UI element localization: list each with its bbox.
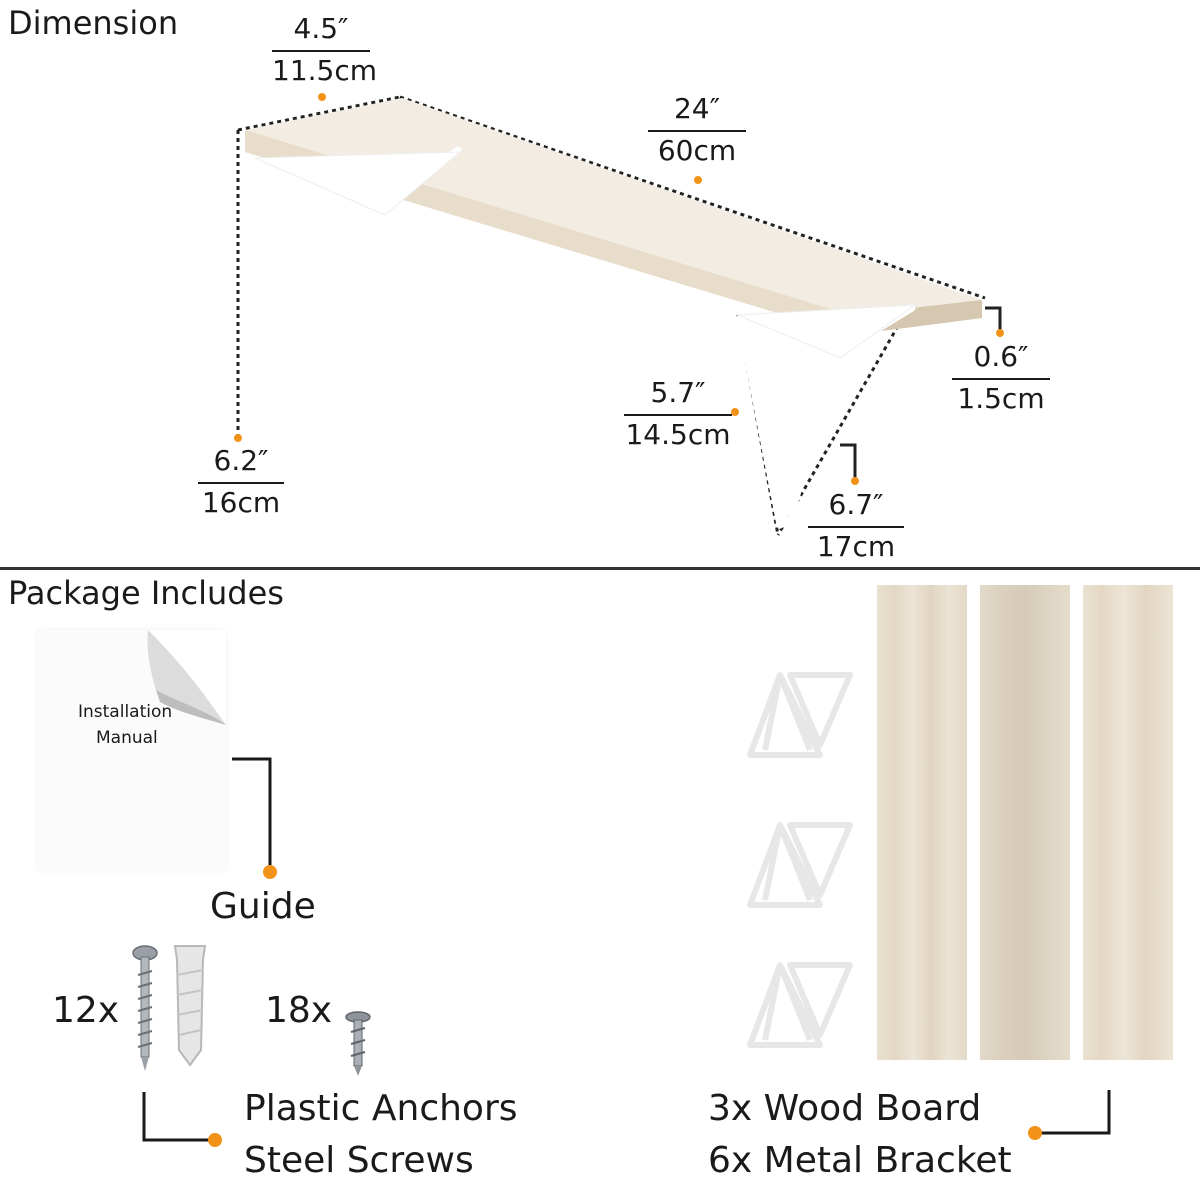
wood-board-2 — [980, 585, 1070, 1060]
dimension-thickness: 0.6″ 1.5cm — [952, 340, 1050, 416]
anchors-quantity: 12x — [52, 990, 120, 1031]
dimension-bracket-side-cm: 17cm — [816, 530, 896, 563]
manual-text-line1: Installation — [78, 702, 173, 722]
dimension-bracket-side-inches: 6.7″ — [828, 488, 884, 521]
dimension-bracket-top-cm: 14.5cm — [625, 418, 731, 451]
dimension-length-inches: 24″ — [673, 92, 721, 125]
brackets-label: 6x Metal Bracket — [708, 1140, 1012, 1181]
dimension-depth: 4.5″ 11.5cm — [272, 12, 378, 88]
hardware-label-line2: Steel Screws — [244, 1140, 474, 1181]
wood-board-1 — [877, 585, 967, 1060]
dimension-bracket-top-inches: 5.7″ — [650, 376, 706, 409]
installation-manual: Installation Manual — [38, 630, 226, 870]
hardware-callout-line — [142, 1092, 222, 1147]
plastic-anchor-icon — [173, 945, 207, 1067]
dimension-bracket-side: 6.7″ 17cm — [808, 488, 904, 564]
boards-callout-line — [1028, 1090, 1111, 1140]
shelf-illustration — [234, 93, 1004, 536]
dimension-bracket-top: 5.7″ 14.5cm — [624, 376, 732, 452]
bracket-icon — [747, 672, 853, 758]
manual-text-line2: Manual — [96, 728, 158, 748]
metal-brackets-group — [747, 672, 853, 1048]
dimension-length-cm: 60cm — [657, 134, 737, 167]
screw-icon — [132, 945, 158, 1071]
dimension-height: 6.2″ 16cm — [198, 444, 284, 520]
dimension-thickness-cm: 1.5cm — [957, 382, 1045, 415]
wood-board-3 — [1083, 585, 1173, 1060]
hardware-label-line1: Plastic Anchors — [244, 1088, 518, 1129]
dimension-title: Dimension — [8, 4, 179, 42]
guide-label: Guide — [210, 886, 316, 927]
dimension-height-cm: 16cm — [201, 486, 281, 519]
page-curl-icon — [147, 630, 226, 725]
screws-quantity: 18x — [265, 990, 333, 1031]
section-divider — [0, 567, 1200, 570]
small-screw-icon — [345, 1011, 371, 1076]
dimension-thickness-inches: 0.6″ — [973, 340, 1029, 373]
dimension-height-inches: 6.2″ — [213, 444, 269, 477]
package-title: Package Includes — [8, 574, 284, 612]
dimension-depth-cm: 11.5cm — [272, 54, 378, 87]
guide-callout-line — [232, 757, 277, 879]
dimension-length: 24″ 60cm — [648, 92, 746, 168]
boards-label: 3x Wood Board — [708, 1088, 982, 1129]
dimension-depth-inches: 4.5″ — [293, 12, 349, 45]
